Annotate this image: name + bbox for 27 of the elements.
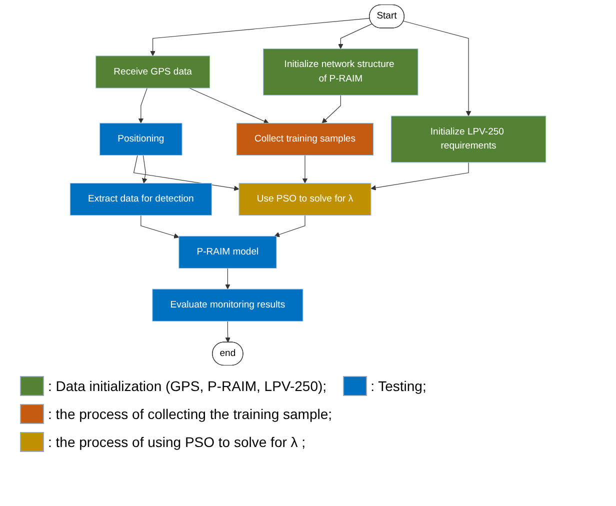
arrow — [138, 88, 148, 124]
arrow — [133, 154, 240, 191]
arrow — [338, 24, 372, 50]
arrow — [142, 154, 148, 184]
node-box: P-RAIM model — [178, 236, 277, 269]
node-box: Use PSO to solve for λ — [238, 182, 372, 216]
node-box: Initialize network structure of P-RAIM — [263, 48, 418, 96]
node-box: Initialize LPV-250 requirements — [390, 116, 546, 163]
legend-text: : Data initialization (GPS, P-RAIM, LPV-250); — [48, 378, 327, 394]
legend-text: : the process of collecting the training sample; — [48, 406, 332, 422]
arrow — [370, 162, 469, 190]
arrow — [225, 320, 230, 343]
arrow — [150, 18, 370, 56]
arrow — [188, 88, 269, 124]
arrow — [274, 215, 306, 238]
legend-text: : the process of using PSO to solve for λ ; — [48, 434, 306, 450]
legend-text: : Testing; — [370, 378, 426, 394]
arrow — [403, 20, 472, 116]
node-box: Collect training samples — [236, 122, 374, 156]
node-box: Positioning — [99, 122, 182, 156]
arrow — [322, 94, 341, 124]
node-box: Receive GPS data — [96, 56, 210, 88]
arrow — [302, 154, 308, 184]
arrow — [225, 268, 230, 290]
node-box: Extract data for detection — [70, 182, 212, 216]
arrow — [140, 215, 180, 238]
node-box: Evaluate monitoring results — [152, 288, 304, 322]
